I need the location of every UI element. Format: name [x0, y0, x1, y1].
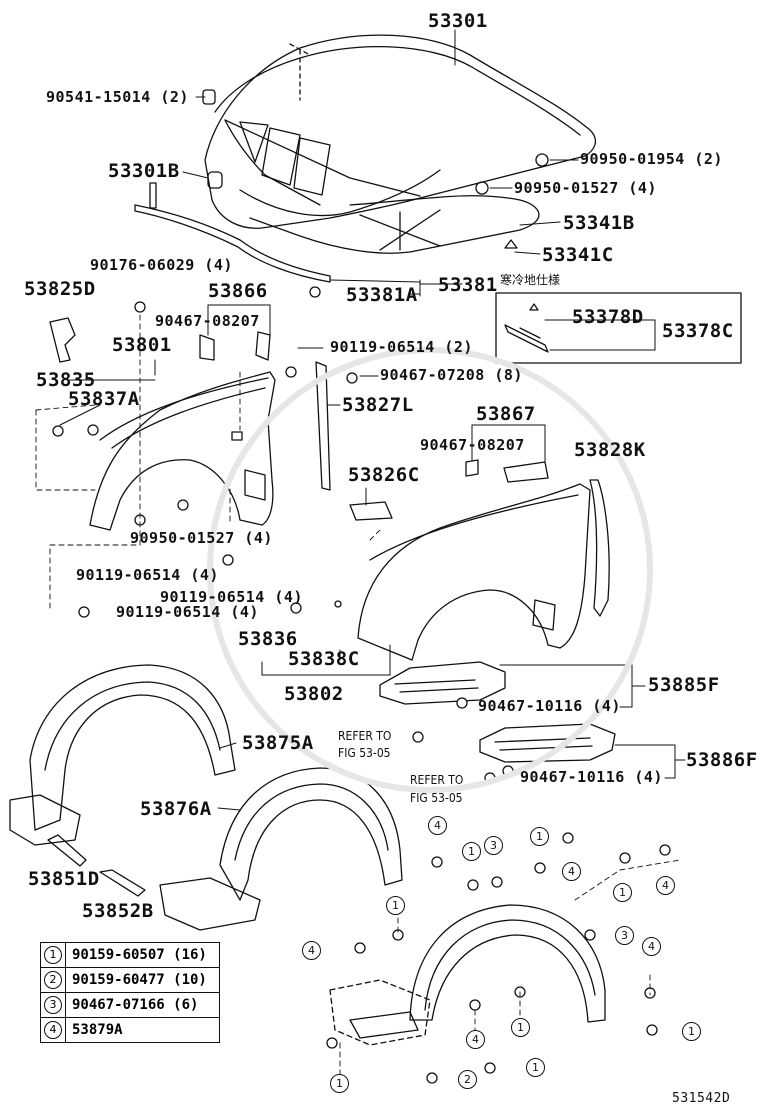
watermark-ring [207, 347, 653, 793]
callout-circle: 3 [615, 926, 634, 945]
label-sub-38: 53838C [288, 648, 360, 670]
label-rear-item: 53835 [36, 369, 96, 391]
callout-circle: 4 [656, 876, 675, 895]
label-fender-group: 53866 [208, 280, 268, 302]
label-fender-front: 53801 [112, 334, 172, 356]
label-bracket-c: 53826C [348, 464, 420, 486]
leader-lines [59, 29, 686, 811]
callout-circle: 1 [462, 842, 481, 861]
legend-part: 90467-07166 (6) [72, 997, 199, 1013]
label-hood-insulator: 53341B [563, 212, 635, 234]
label-seal-d: 53851D [28, 868, 100, 890]
callout-circle: 1 [682, 1022, 701, 1041]
fender-liner-b [159, 767, 403, 931]
label-nut-3: 90467-08207 [420, 436, 525, 454]
callout-circle: 1 [530, 827, 549, 846]
label-bolt-b: 90119-06514 (4) [160, 588, 303, 606]
fender-liner-a [9, 664, 236, 897]
seal-clip-box [495, 292, 742, 364]
label-liner-b: 53876A [140, 798, 212, 820]
callout-circle: 3 [484, 836, 503, 855]
legend-part: 53879A [72, 1022, 123, 1038]
label-seal-c: 53378D [572, 306, 644, 328]
legend-number: 2 [44, 971, 62, 989]
callout-circle: 4 [428, 816, 447, 835]
callout-circle: 1 [330, 1074, 349, 1093]
label-cushion-a: 90950-01954 (2) [580, 150, 723, 168]
legend-number: 3 [44, 996, 62, 1014]
label-bracket-clip: 90176-06029 (4) [90, 256, 233, 274]
label-seal-clip: 53381A [346, 284, 418, 306]
label-cushion-b: 90950-01527 (4) [514, 179, 657, 197]
label-bolt-upper: 90119-06514 (2) [330, 338, 473, 356]
label-drawing-id: 531542D [672, 1091, 731, 1106]
label-fender-seal: 53827L [342, 394, 414, 416]
front-fender-right [357, 459, 610, 661]
legend-number: 1 [44, 946, 62, 964]
label-seal-tag: 53381 [438, 274, 498, 296]
label-bolt-c: 90119-06514 (4) [116, 603, 259, 621]
legend-part: 90159-60507 (16) [72, 947, 207, 963]
label-bolt-a: 90119-06514 (4) [76, 566, 219, 584]
label-bolt-cushion: 90950-01527 (4) [130, 529, 273, 547]
legend-part: 90159-60477 (10) [72, 972, 207, 988]
label-liner-a: 53875A [242, 732, 314, 754]
legend-row: 2 90159-60477 (10) [41, 968, 219, 993]
label-refer-1: REFER TO [338, 729, 392, 743]
label-clip-a: 53837A [68, 388, 140, 410]
label-nut-1: 90467-08207 [155, 312, 260, 330]
label-refer-2: REFER TO [410, 773, 464, 787]
callout-circle: 2 [458, 1070, 477, 1089]
dashed-guides [35, 314, 681, 1076]
legend-row: 3 90467-07166 (6) [41, 993, 219, 1018]
legend-row: 4 53879A [41, 1018, 219, 1042]
seal-bar [134, 182, 331, 283]
label-seal-set: 53378C [662, 320, 734, 342]
callout-circle: 1 [386, 896, 405, 915]
label-cold-area-note: 寒冷地仕様 [500, 273, 561, 287]
label-nut-2: 90467-07208 (8) [380, 366, 523, 384]
splash-covers [379, 661, 616, 763]
callout-circle: 4 [642, 937, 661, 956]
label-cover-f: 53885F [648, 674, 720, 696]
label-refer-1b: FIG 53-05 [338, 746, 391, 760]
label-nut-4: 90467-10116 (4) [478, 697, 621, 715]
fender-brackets-left [49, 317, 393, 521]
fastener-legend: 1 90159-60507 (16) 2 90159-60477 (10) 3 … [40, 942, 220, 1043]
label-nut-5: 90467-10116 (4) [520, 768, 663, 786]
label-fender-rear: 53802 [284, 683, 344, 705]
callout-circle: 1 [613, 883, 632, 902]
callout-circle: 4 [302, 941, 321, 960]
callout-circle: 1 [511, 1018, 530, 1037]
callout-circle: 4 [466, 1030, 485, 1049]
label-seal-b: 53852B [82, 900, 154, 922]
label-refer-2b: FIG 53-05 [410, 791, 463, 805]
label-hood: 53301 [428, 10, 488, 32]
callout-circle: 1 [526, 1058, 545, 1077]
label-hood-bolt: 90541-15014 (2) [46, 88, 189, 106]
label-hood-cushion-b: 53301B [108, 160, 180, 182]
label-fender-r-bracket: 53828K [574, 439, 646, 461]
fender-liner-c [329, 904, 606, 1046]
label-insulator-clip: 53341C [542, 244, 614, 266]
label-fender-group-right: 53867 [476, 403, 536, 425]
label-cover-ff: 53886F [686, 749, 758, 771]
callout-circle: 4 [562, 862, 581, 881]
front-fender-left [89, 371, 276, 531]
label-sub-36: 53836 [238, 628, 298, 650]
liner-fasteners [326, 832, 671, 1084]
fender-fasteners [52, 286, 514, 784]
hood-fasteners [202, 89, 549, 249]
hood-panel [204, 34, 597, 254]
label-panel-d: 53825D [24, 278, 96, 300]
legend-number: 4 [44, 1021, 62, 1039]
legend-row: 1 90159-60507 (16) [41, 943, 219, 968]
